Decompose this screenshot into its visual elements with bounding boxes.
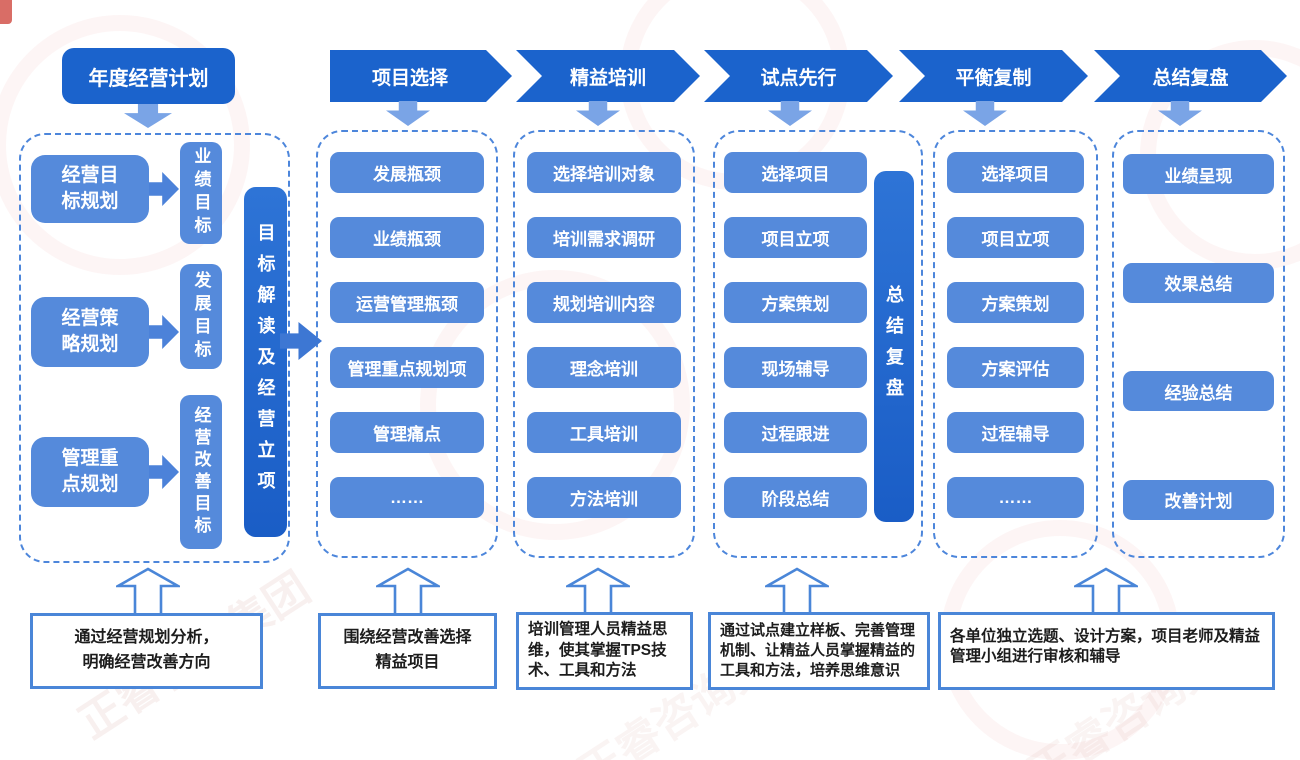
arrow-up-outline-icon (765, 567, 829, 613)
arrow-down-icon (576, 101, 620, 126)
step-button: 阶段总结 (724, 477, 867, 518)
column-project-selection: 发展瓶颈 业绩瓶颈 运营管理瓶颈 管理重点规划项 管理痛点 …… (316, 130, 498, 558)
annual-plan-box: 年度经营计划 (62, 48, 235, 104)
note-planning: 通过经营规划分析， 明确经营改善方向 (30, 613, 263, 689)
step-button: 管理重点规划项 (330, 347, 484, 388)
note-replication: 各单位独立选题、设计方案，项目老师及精益管理小组进行审核和辅导 (938, 612, 1275, 690)
note-text: 通过试点建立样板、完善管理机制、让精益人员掌握精益的工具和方法，培养思维意识 (720, 622, 916, 679)
note-text: 各单位独立选题、设计方案，项目老师及精益管理小组进行审核和辅导 (950, 628, 1261, 666)
step-button: 选择项目 (724, 152, 867, 193)
note-text: 通过经营规划分析， 明确经营改善方向 (74, 629, 219, 671)
step-button: 过程辅导 (947, 412, 1084, 453)
step-button: 方案策划 (724, 282, 867, 323)
planning-target-box: 业绩目标 (180, 142, 222, 244)
arrow-right-icon (149, 172, 179, 206)
planning-target-label: 业绩目标 (191, 147, 211, 239)
step-button: 理念培训 (527, 347, 681, 388)
planning-source-label: 管理重点规划 (61, 448, 119, 495)
step-button: 现场辅导 (724, 347, 867, 388)
step-button: 培训需求调研 (527, 217, 681, 258)
column-pilot-first: 选择项目 项目立项 方案策划 现场辅导 过程跟进 阶段总结 总结复盘 (713, 130, 923, 558)
planning-target-box: 发展目标 (180, 264, 222, 369)
arrow-up-outline-icon (116, 567, 180, 613)
step-button: 方案策划 (947, 282, 1084, 323)
step-button: …… (947, 477, 1084, 518)
arrow-down-icon (386, 101, 430, 126)
arrow-up-outline-icon (376, 567, 440, 613)
step-button: 选择项目 (947, 152, 1084, 193)
step-button: 业绩呈现 (1123, 154, 1274, 194)
planning-panel: 经营目标规划 经营策略规划 管理重点规划 业绩目标 发展目标 经营改善目标 目标… (19, 133, 290, 563)
step-button: 规划培训内容 (527, 282, 681, 323)
phase-banner-summary-review: 总结复盘 (1094, 50, 1287, 102)
planning-source-box: 经营策略规划 (31, 297, 149, 367)
goal-breakdown-bar: 目标解读及经营立项 (244, 187, 287, 537)
arrow-down-icon (963, 101, 1007, 126)
note-project-selection: 围绕经营改善选择 精益项目 (318, 613, 497, 689)
pilot-summary-label: 总结复盘 (884, 284, 904, 409)
arrow-right-icon (149, 315, 179, 349)
planning-source-label: 经营目标规划 (61, 165, 119, 212)
note-text: 培训管理人员精益思维，使其掌握TPS技术、工具和方法 (528, 621, 668, 680)
planning-target-box: 经营改善目标 (180, 395, 222, 549)
goal-breakdown-label: 目标解读及经营立项 (255, 222, 276, 502)
planning-source-label: 经营策略规划 (61, 308, 119, 355)
step-button: 改善计划 (1123, 479, 1274, 520)
phase-banner-lean-training: 精益培训 (516, 50, 700, 102)
step-button: 经验总结 (1123, 371, 1274, 412)
planning-source-box: 经营目标规划 (31, 155, 149, 223)
column-summary-review: 业绩呈现 效果总结 经验总结 改善计划 (1112, 130, 1285, 558)
arrow-right-icon (149, 455, 179, 489)
step-button: 管理痛点 (330, 412, 484, 453)
step-button: 运营管理瓶颈 (330, 282, 484, 323)
step-button: 过程跟进 (724, 412, 867, 453)
watermark-logo-fragment (0, 0, 12, 24)
phase-banner-balanced-replication: 平衡复制 (899, 50, 1088, 102)
arrow-up-outline-icon (566, 567, 630, 613)
step-button: 方案评估 (947, 347, 1084, 388)
column-balanced-replication: 选择项目 项目立项 方案策划 方案评估 过程辅导 …… (933, 130, 1098, 558)
note-lean-training: 培训管理人员精益思维，使其掌握TPS技术、工具和方法 (516, 612, 693, 690)
step-button: 选择培训对象 (527, 152, 681, 193)
step-button: 方法培训 (527, 477, 681, 518)
column-lean-training: 选择培训对象 培训需求调研 规划培训内容 理念培训 工具培训 方法培训 (513, 130, 695, 558)
planning-target-label: 发展目标 (191, 270, 211, 363)
step-button: 效果总结 (1123, 262, 1274, 303)
phase-banner-pilot-first: 试点先行 (704, 50, 893, 102)
step-button: …… (330, 477, 484, 518)
phase-banner-project-selection: 项目选择 (330, 50, 512, 102)
step-button: 项目立项 (947, 217, 1084, 258)
planning-target-label: 经营改善目标 (191, 406, 211, 538)
planning-source-box: 管理重点规划 (31, 437, 149, 507)
pilot-summary-bar: 总结复盘 (874, 171, 914, 522)
note-text: 围绕经营改善选择 精益项目 (343, 629, 472, 671)
step-button: 工具培训 (527, 412, 681, 453)
note-pilot-first: 通过试点建立样板、完善管理机制、让精益人员掌握精益的工具和方法，培养思维意识 (708, 612, 930, 690)
arrow-up-outline-icon (1074, 567, 1138, 613)
step-button: 发展瓶颈 (330, 152, 484, 193)
step-button: 业绩瓶颈 (330, 217, 484, 258)
step-button: 项目立项 (724, 217, 867, 258)
